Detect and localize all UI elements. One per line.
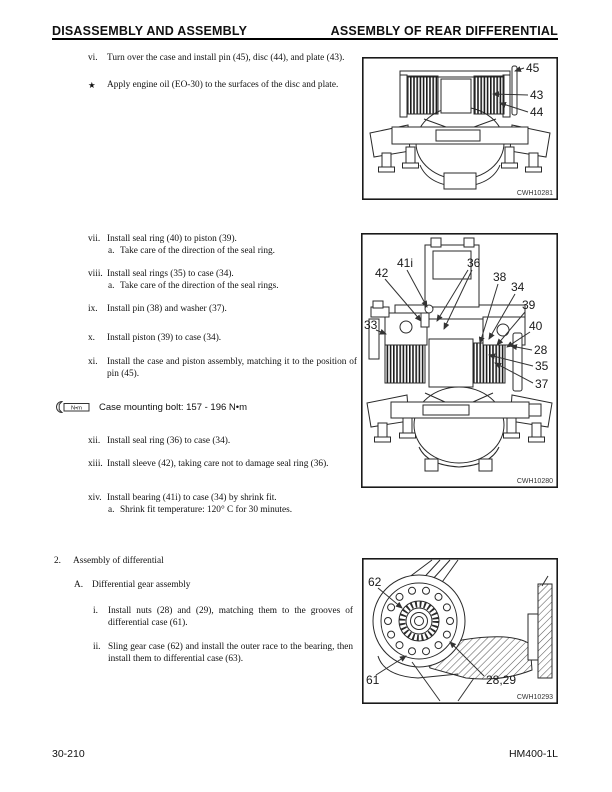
step-label: xiv. — [88, 493, 102, 503]
step-vi: vi. Turn over the case and install pin (… — [88, 52, 358, 64]
step-text: Install bearing (41i) to case (34) by sh… — [107, 493, 277, 503]
torque-wrench-icon: N•m — [56, 400, 90, 414]
torque-icon-label: N•m — [71, 406, 82, 412]
callout-39: 39 — [522, 298, 536, 312]
callout-36: 36 — [467, 256, 481, 270]
figure-id: CWH10293 — [517, 694, 553, 701]
step-xi: xi. Install the case and piston assembly… — [88, 356, 358, 380]
subnote-text: Take care of the direction of the seal r… — [120, 281, 279, 291]
note-text: Apply engine oil (EO-30) to the surfaces… — [107, 80, 339, 90]
footer-page-number: 30-210 — [52, 748, 85, 760]
callout-37: 37 — [535, 377, 549, 391]
step-text: Install piston (39) to case (34). — [107, 333, 222, 343]
section2a-letter: A. — [74, 580, 84, 590]
step-subnote: a. Shrink fit temperature: 120° C for 30 … — [108, 504, 354, 516]
step-x: x. Install piston (39) to case (34). — [88, 332, 358, 344]
callout-61: 61 — [366, 673, 380, 687]
figure-id: CWH10281 — [517, 190, 553, 197]
figure-callouts: 45 43 44 — [492, 61, 544, 119]
step-text: Install sleeve (42), taking care not to … — [107, 459, 329, 469]
figure-id: CWH10280 — [517, 478, 553, 485]
callout-62: 62 — [368, 575, 382, 589]
note-star: ★ Apply engine oil (EO-30) to the surfac… — [88, 79, 358, 91]
step-subnote: a. Take care of the direction of the seal… — [108, 245, 354, 257]
header-rule — [52, 37, 558, 40]
subnote-text: Take care of the direction of the seal r… — [120, 246, 276, 256]
step-label: xii. — [88, 436, 101, 446]
step-label: vii. — [88, 234, 101, 244]
callout-43: 43 — [530, 88, 544, 102]
step-text: Turn over the case and install pin (45),… — [107, 53, 345, 63]
step-label: xiii. — [88, 459, 103, 469]
subnote-label: a. — [108, 281, 115, 291]
figure-callouts: 42 41i 36 38 34 39 40 28 35 37 — [364, 256, 549, 391]
step-text: Install seal ring (36) to case (34). — [107, 436, 231, 446]
callout-40: 40 — [529, 319, 543, 333]
header-left-title: DISASSEMBLY AND ASSEMBLY — [52, 24, 248, 38]
step-label: ix. — [88, 304, 98, 314]
section2a-title: Differential gear assembly — [92, 580, 191, 590]
callout-42: 42 — [375, 266, 389, 280]
callout-38: 38 — [493, 270, 507, 284]
subnote-text: Shrink fit temperature: 120° C for 30 mi… — [120, 505, 293, 515]
step-text: Install seal rings (35) to case (34). — [107, 269, 234, 279]
subnote-label: a. — [108, 505, 115, 515]
step-subnote: a. Take care of the direction of the seal… — [108, 280, 354, 292]
callout-33: 33 — [364, 318, 378, 332]
section2-title: Assembly of differential — [73, 556, 164, 566]
callout-41i: 41i — [397, 256, 413, 270]
step-text: Sling gear case (62) and install the out… — [108, 642, 353, 664]
step-ix: ix. Install pin (38) and washer (37). — [88, 303, 358, 315]
callout-44: 44 — [530, 105, 544, 119]
step-xii: xii. Install seal ring (36) to case (34)… — [88, 435, 358, 447]
section2-number: 2. — [54, 556, 61, 566]
case-cross-section-drawing — [369, 65, 551, 190]
step-xiii: xiii. Install sleeve (42), taking care n… — [88, 458, 358, 470]
figure-case-piston-assembly: 42 41i 36 38 34 39 40 28 35 37 — [361, 233, 558, 488]
step-vii: vii. Install seal ring (40) to piston (3… — [88, 233, 358, 257]
torque-text: Case mounting bolt: 157 - 196 N•m — [99, 402, 248, 413]
step-label: i. — [93, 606, 98, 616]
callout-28-29: 28,29 — [486, 673, 516, 687]
figure-gear-case-sling: 62 61 28,29 CWH10293 — [362, 558, 558, 704]
star-bullet-icon: ★ — [88, 80, 96, 90]
step-text: Install the case and piston assembly, ma… — [107, 357, 357, 379]
step-label: xi. — [88, 357, 98, 367]
torque-note: N•m Case mounting bolt: 157 - 196 N•m — [52, 399, 247, 417]
step-text: Install nuts (28) and (29), matching the… — [108, 606, 353, 628]
step-text: Install seal ring (40) to piston (39). — [107, 234, 237, 244]
step-label: ii. — [93, 642, 101, 652]
footer-model: HM400-1L — [508, 748, 558, 760]
step-xiv: xiv. Install bearing (41i) to case (34) … — [88, 492, 358, 516]
step-label: vi. — [88, 53, 98, 63]
step-ii: ii. Sling gear case (62) and install the… — [93, 641, 355, 665]
header-right-title: ASSEMBLY OF REAR DIFFERENTIAL — [330, 24, 558, 38]
callout-35: 35 — [535, 359, 549, 373]
figure-differential-case-top: 45 43 44 CWH10281 — [362, 57, 558, 200]
callout-34: 34 — [511, 280, 525, 294]
step-viii: viii. Install seal rings (35) to case (3… — [88, 268, 358, 292]
figure-callouts: 62 61 28,29 — [366, 575, 516, 702]
callout-28: 28 — [534, 343, 548, 357]
subnote-label: a. — [108, 246, 115, 256]
step-label: x. — [88, 333, 95, 343]
case-piston-drawing — [366, 237, 553, 472]
step-i: i. Install nuts (28) and (29), matching … — [93, 605, 355, 629]
step-label: viii. — [88, 269, 103, 279]
callout-45: 45 — [526, 61, 540, 75]
step-text: Install pin (38) and washer (37). — [107, 304, 227, 314]
